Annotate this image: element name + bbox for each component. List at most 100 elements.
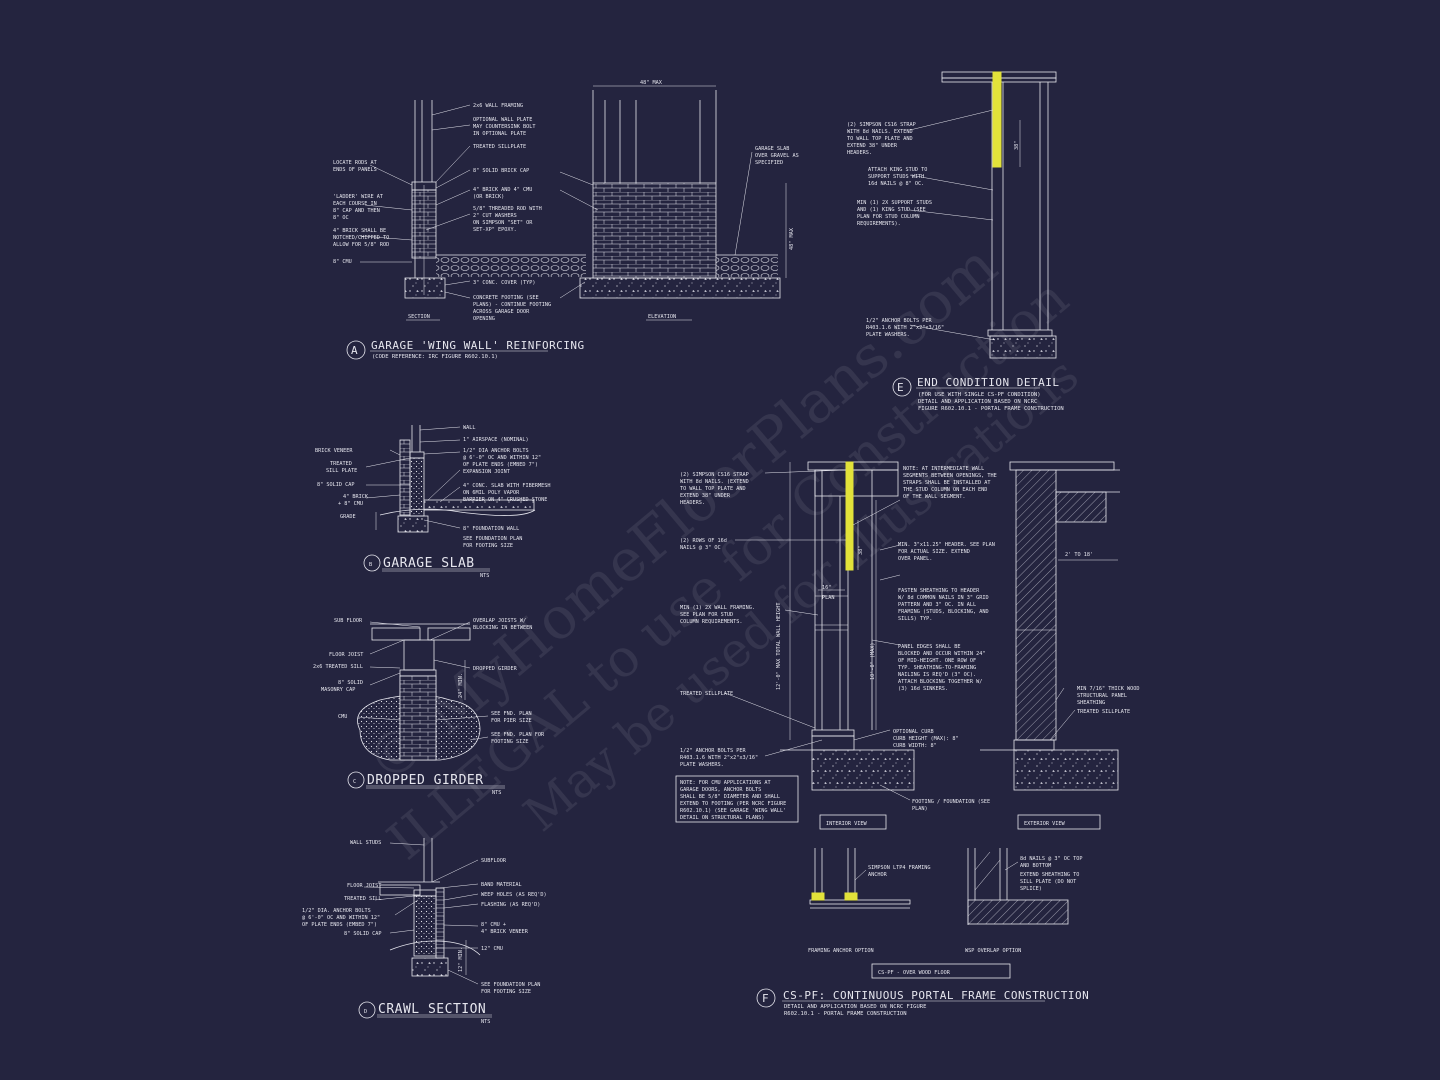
detail-a-slab-note-1: GARAGE SLAB [755, 146, 789, 152]
detail-f-note-box-3: SHALL BE 5/8" DIAMETER AND SHALL [680, 794, 780, 800]
detail-f-mid-note-12: FRAMING (STUDS, BLOCKING, AND [898, 609, 989, 615]
detail-a-right-note-17: OPENING [473, 316, 495, 322]
detail-f-exterior-view-label: EXTERIOR VIEW [1024, 821, 1065, 827]
detail-f-note-box-1: NOTE: FOR CMU APPLICATIONS AT [680, 780, 771, 786]
detail-d-title: CRAWL SECTION [378, 1002, 486, 1017]
detail-b-right-note-10: 8" FOUNDATION WALL [463, 526, 519, 532]
detail-f-left-note-10: COLUMN REQUIREMENTS. [680, 619, 742, 625]
detail-b-marker [363, 554, 381, 572]
detail-a-left-note-3: 'LADDER' WIRE AT [333, 194, 383, 200]
detail-e-note-15: PLATE WASHERS. [866, 332, 910, 338]
detail-d-letter: D [364, 1009, 367, 1015]
detail-d-left-note-2: FLOOR JOIST [347, 883, 381, 889]
detail-f-mid-note-11: PATTERN AND 3" OC. IN ALL [898, 602, 976, 608]
detail-f-mid-note-2: SEGMENTS BETWEEN OPENINGS, THE [903, 473, 997, 479]
detail-d-left-note-7: 8" SOLID CAP [344, 931, 381, 937]
detail-a-right-note-2: OPTIONAL WALL PLATE [473, 117, 532, 123]
detail-a-right-note-15: PLANS) - CONTINUE FOOTING [473, 302, 551, 308]
detail-f-mid-note-7: FOR ACTUAL SIZE. EXTEND [898, 549, 970, 555]
detail-c-right-note-5: FOR PIER SIZE [491, 718, 532, 724]
detail-f-left-note-11: TREATED SILLPLATE [680, 691, 733, 697]
detail-e-subtitle-1: (FOR USE WITH SINGLE CS-PF CONDITION) [918, 392, 1041, 398]
detail-f-right-note-4: TREATED SILLPLATE [1077, 709, 1130, 715]
detail-f-note-box [675, 775, 799, 823]
detail-b-garage-slab: BRICK VENEER TREATED SILL PLATE 8" SOLID… [315, 425, 550, 579]
detail-a-max-width: 48" MAX [640, 80, 663, 86]
detail-e-end-condition: 38" (2) SIMPSON CS16 STRAP WITH 8d NAILS… [847, 71, 1064, 412]
detail-a-left-note-6: 8" OC [333, 215, 349, 221]
detail-e-dim: 38" [1014, 141, 1020, 150]
detail-f-dim-16: 16" [822, 585, 831, 591]
detail-f-interior-view-label: INTERIOR VIEW [826, 821, 867, 827]
detail-c-letter: C [353, 779, 356, 785]
detail-e-note-13: 1/2" ANCHOR BOLTS PER [866, 318, 932, 324]
detail-f-mid-note-21: OPTIONAL CURB [893, 729, 934, 735]
detail-b-left-note-5: 4" BRICK [343, 494, 369, 500]
detail-c-scale: NTS [492, 790, 501, 796]
detail-f-cs-pf-label: CS-PF - OVER WOOD FLOOR [878, 970, 951, 976]
detail-b-right-note-1: WALL [463, 425, 476, 431]
detail-d-right-note-9: FOR FOOTING SIZE [481, 989, 531, 995]
detail-c-right-note-4: SEE FND. PLAN [491, 711, 532, 717]
detail-d-right-note-6: 4" BRICK VENEER [481, 929, 529, 935]
detail-a-left-note-8: NOTCHED/CHIPPED TO [333, 235, 389, 241]
detail-a-left-note-4: EACH COURSE IN [333, 201, 377, 207]
detail-a-max-height: 48" MAX [789, 227, 795, 250]
detail-c-title: DROPPED GIRDER [367, 773, 484, 788]
detail-a-right-note-13: 3" CONC. COVER (TYP) [473, 280, 535, 286]
detail-f-framing-anchor-option: FRAMING ANCHOR OPTION [808, 948, 874, 954]
detail-a-wing-wall: LOCATE RODS AT ENDS OF PANELS 'LADDER' W… [333, 80, 799, 360]
detail-b-right-note-5: OF PLATE ENDS (EMBED 7") [463, 462, 538, 468]
detail-f-left-note-3: TO WALL TOP PLATE AND [680, 486, 746, 492]
detail-b-letter: B [369, 562, 372, 568]
detail-d-left-note-1: WALL STUDS [350, 840, 381, 846]
detail-e-note-6: ATTACH KING STUD TO [868, 167, 927, 173]
detail-f-mid-note-5: OF THE WALL SEGMENT. [903, 494, 965, 500]
detail-b-right-note-9: BARRIER ON 4" CRUSHED STONE [463, 497, 547, 503]
detail-a-right-note-3: MAY COUNTERSINK BOLT [473, 124, 535, 130]
detail-a-right-note-8: (OR BRICK) [473, 194, 504, 200]
detail-d-drawing: 12" MIN. [363, 838, 481, 985]
detail-e-note-4: EXTEND 38" UNDER [847, 143, 898, 149]
detail-d-right-note-5: 8" CMU + [481, 922, 506, 928]
detail-f-mid-note-13: SILLS) TYP. [898, 616, 932, 622]
detail-a-right-note-16: ACROSS GARAGE DOOR [473, 309, 530, 315]
detail-d-crawl-section: 12" MIN. WALL STUDS FLOOR JOIST TREATED … [302, 838, 547, 1025]
detail-f-exterior-view-drawing: 2' TO 18' [980, 461, 1120, 791]
detail-d-right-note-8: SEE FOUNDATION PLAN [481, 982, 540, 988]
detail-a-subtitle: (CODE REFERENCE: IRC FIGURE R602.10.1) [372, 354, 498, 360]
detail-e-letter: E [897, 381, 904, 394]
detail-c-left-note-2: FLOOR JOIST [329, 652, 363, 658]
detail-f-mid-note-8: OVER PANEL. [898, 556, 932, 562]
detail-c-right-note-2: BLOCKING IN BETWEEN [473, 625, 532, 631]
detail-f-left-note-5: HEADERS. [680, 500, 705, 506]
detail-a-slab-note-2: OVER GRAVEL AS [755, 153, 799, 159]
detail-f-interior-view-box [819, 814, 887, 830]
detail-f-mid-note-23: CURB WIDTH: 8" [893, 743, 937, 749]
detail-f-overlap-note-5: SPLICE) [1020, 886, 1042, 892]
detail-b-title: GARAGE SLAB [383, 556, 475, 571]
detail-e-note-12: REQUIREMENTS). [857, 221, 901, 227]
detail-b-scale: NTS [480, 573, 489, 579]
detail-a-right-note-11: ON SIMPSON "SET" OR [473, 220, 533, 226]
detail-b-right-note-11: SEE FOUNDATION PLAN [463, 536, 522, 542]
detail-b-left-note-7: GRADE [340, 514, 356, 520]
detail-e-title: END CONDITION DETAIL [917, 376, 1059, 389]
detail-f-left-note-9: SEE PLAN FOR STUD [680, 612, 733, 618]
detail-a-right-note-9: 5/8" THREADED ROD WITH [473, 206, 542, 212]
detail-c-drawing: 24" MIN. [357, 621, 489, 761]
detail-a-right-note-12: SET-XP" EPOXY. [473, 227, 517, 233]
detail-f-right-note-1: MIN 7/16" THICK WOOD [1077, 686, 1139, 692]
detail-f-right-note-3: SHEATHING [1077, 700, 1105, 706]
detail-b-right-note-4: @ 6'-0" OC AND WITHIN 12" [463, 455, 541, 461]
detail-e-note-7: SUPPORT STUDS WITH [868, 174, 924, 180]
detail-a-slab-note-3: SPECIFIED [755, 160, 783, 166]
detail-f-dim-total-height: 12'-0" MAX TOTAL WALL HEIGHT [776, 603, 782, 690]
detail-f-subtitle-1: DETAIL AND APPLICATION BASED ON NCRC FIG… [784, 1004, 926, 1010]
detail-f-mid-note-9: FASTEN SHEATHING TO HEADER [898, 588, 980, 594]
detail-e-note-8: 16d NAILS @ 8" OC. [868, 181, 924, 187]
detail-f-exterior-view-box [1017, 814, 1101, 830]
detail-a-left-note-9: ALLOW FOR 5/8" ROD [333, 242, 389, 248]
detail-b-left-note-2: TREATED [330, 461, 352, 467]
detail-a-title: GARAGE 'WING WALL' REINFORCING [371, 339, 585, 352]
